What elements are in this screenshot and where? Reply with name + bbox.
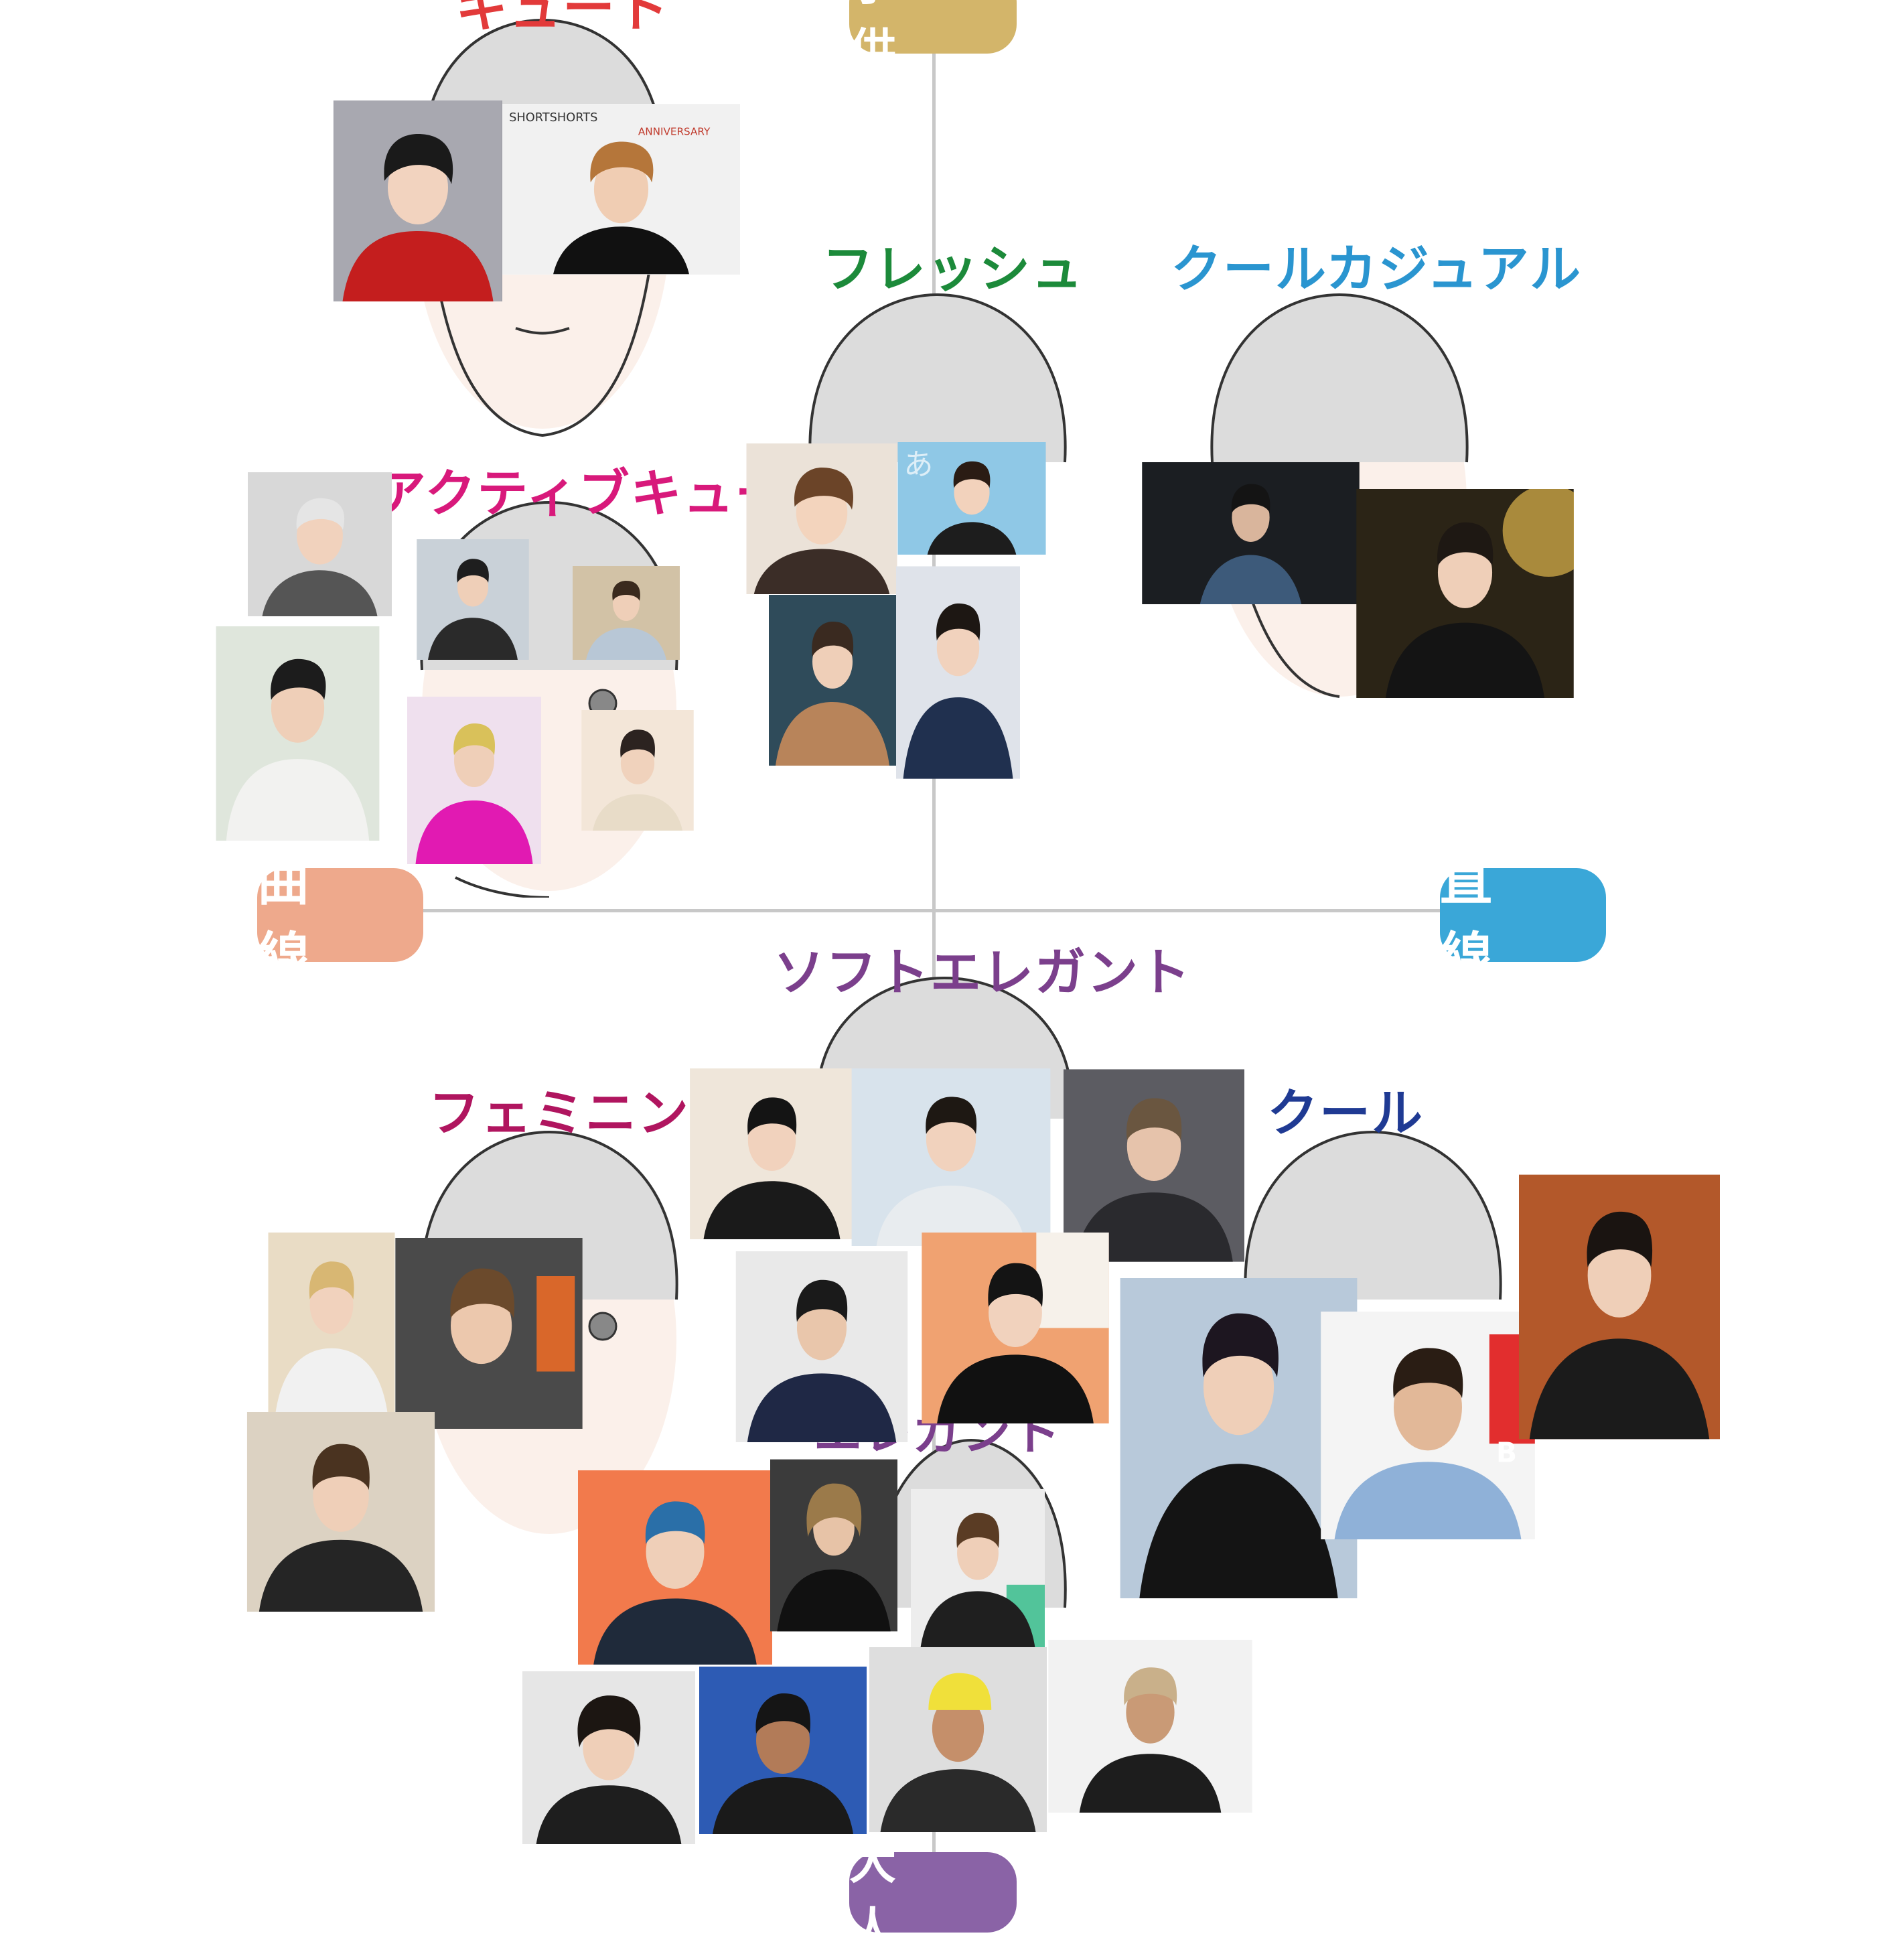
portrait-photo [334,100,502,301]
portrait-photo [246,1412,435,1612]
face-sketch-fresh [808,293,1067,463]
axis-left-label: 曲 線 [257,852,333,987]
portrait-photo [521,1671,697,1844]
horizontal-axis [348,909,1487,912]
portrait-photo [735,1251,908,1442]
portrait-photo [216,626,380,841]
label-cool: クール [1267,1083,1424,1143]
axis-bottom-pill: 大 人 [849,1835,1017,1957]
portrait-photo [1519,1174,1720,1440]
portrait-photo [896,566,1020,779]
portrait-photo [697,1667,869,1834]
portrait-photo [869,1647,1047,1833]
portrait-photo [770,1459,897,1632]
label-feminine: フェミニン [429,1083,690,1143]
label-fresh: フレッシュ [822,239,1084,299]
portrait-photo [268,1233,395,1413]
portrait-photo [581,710,694,831]
portrait-photo [577,1470,773,1665]
portrait-photo-banner: SHORTSHORTS ANNIVERSARY [502,104,740,275]
portrait-photo [851,1068,1051,1246]
portrait-photo [1048,1640,1252,1813]
axis-right-pill: 直 線 [1440,852,1606,987]
photo-banner-text: SHORTSHORTS [509,111,597,125]
photo-banner-text-2: ANNIVERSARY [638,125,711,137]
portrait-photo [248,472,392,616]
portrait-photo: あ [897,442,1046,555]
portrait-photo [1120,1278,1358,1598]
label-soft-elegant: ソフトエレガント [774,942,1191,1002]
portrait-photo [922,1233,1109,1423]
portrait-photo [417,539,529,660]
face-sketch-cool [1244,1130,1502,1300]
portrait-photo [395,1238,583,1429]
portrait-photo [690,1068,854,1239]
photo-badge-text: B [1496,1436,1517,1468]
vertical-axis [932,27,936,1876]
portrait-photo [407,697,541,864]
axis-right-label: 直 線 [1440,852,1516,987]
label-cool-casual: クールカジュアル [1171,239,1583,299]
axis-left-pill: 曲 線 [257,852,423,987]
portrait-photo [1356,489,1574,698]
portrait-photo [745,443,899,594]
axis-top-label: 子 供 [849,0,919,78]
face-type-diagram: 子 供 大 人 曲 線 直 線 [216,0,1720,1933]
portrait-photo [911,1488,1045,1649]
axis-bottom-label: 大 人 [849,1835,919,1957]
portrait-photo [1142,462,1360,604]
photo-board-text: あ [903,448,933,482]
portrait-photo: B [1321,1312,1535,1539]
portrait-photo [1064,1068,1244,1263]
label-cute: キュート [455,0,670,39]
portrait-photo [573,566,680,660]
portrait-photo [769,595,896,766]
axis-top-pill: 子 供 [849,0,1017,78]
